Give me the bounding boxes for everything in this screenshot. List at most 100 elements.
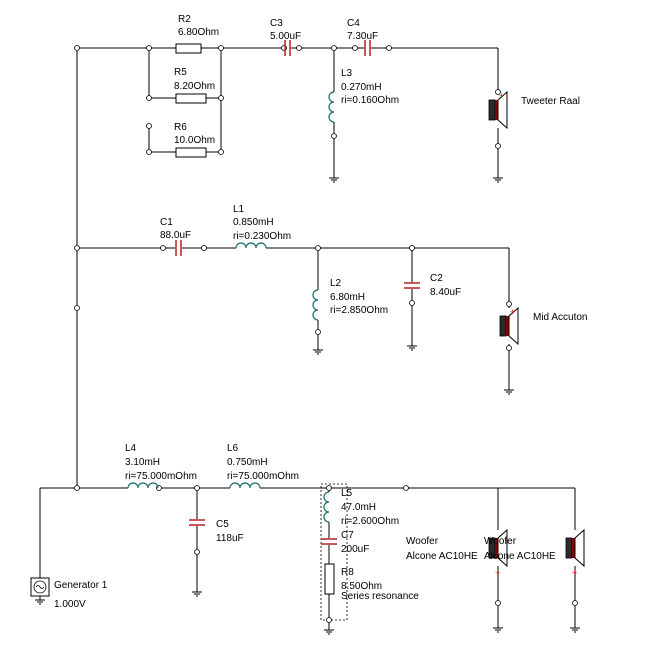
svg-text:+: + <box>499 91 504 101</box>
junction-node <box>409 300 415 306</box>
junction-node <box>495 89 501 95</box>
junction-node <box>495 143 501 149</box>
label-l6-ri: ri=75.000mOhm <box>227 471 299 482</box>
series-resonance-group <box>320 483 348 621</box>
label-r2-name: R2 <box>178 14 191 25</box>
junction-node <box>218 45 224 51</box>
label-r2-value: 6.80Ohm <box>178 27 219 38</box>
label-l5-ri: ri=2.600Ohm <box>341 516 399 527</box>
label-r6-value: 10.0Ohm <box>174 135 215 146</box>
label-c7-name: C7 <box>341 530 354 541</box>
junction-node <box>352 45 358 51</box>
label-c4-value: 7.30uF <box>347 31 378 42</box>
junction-node <box>194 485 200 491</box>
junction-node <box>74 245 80 251</box>
junction-node <box>194 549 200 555</box>
wires <box>39 47 576 630</box>
speaker-woofer2-icon[interactable]: + <box>565 528 585 578</box>
svg-text:+: + <box>510 307 515 317</box>
inductor-l4[interactable] <box>127 482 159 489</box>
junction-node <box>409 245 415 251</box>
junction-node <box>331 45 337 51</box>
ground-icon <box>329 177 339 183</box>
speaker-mid-icon[interactable]: + <box>499 306 519 346</box>
label-l4-ri: ri=75.000mOhm <box>125 471 197 482</box>
speaker-woofer1-icon[interactable]: + <box>488 528 508 578</box>
ground-icon <box>192 591 202 597</box>
ground-icon <box>407 345 417 351</box>
inductor-l2[interactable] <box>312 289 319 321</box>
junction-node <box>74 485 80 491</box>
speaker-tweeter-icon[interactable]: + <box>488 90 508 130</box>
label-l2-name: L2 <box>330 278 342 289</box>
inductor-l5[interactable] <box>323 491 330 523</box>
label-r8-note: Series resonance <box>341 591 419 602</box>
resistor-r2[interactable] <box>175 43 202 54</box>
ground-icon <box>324 629 334 635</box>
capacitor-c3[interactable] <box>284 40 291 56</box>
junction-node <box>218 149 224 155</box>
capacitor-c1[interactable] <box>175 240 182 256</box>
junction-node <box>315 329 321 335</box>
label-r5-value: 8.20Ohm <box>174 81 215 92</box>
capacitor-c2[interactable] <box>404 282 420 289</box>
label-r8-value: 8.50Ohm <box>341 581 382 592</box>
junction-node <box>572 600 578 606</box>
junction-node <box>160 245 166 251</box>
ground-icon <box>570 627 580 633</box>
resistor-r5[interactable] <box>175 93 207 104</box>
resistor-r8[interactable] <box>324 563 335 595</box>
capacitor-c5[interactable] <box>189 519 205 526</box>
label-c1-value: 88.0uF <box>160 230 191 241</box>
svg-text:+: + <box>495 568 500 578</box>
junction-nodes <box>74 45 578 623</box>
capacitor-c4[interactable] <box>364 40 371 56</box>
junction-node <box>146 149 152 155</box>
ground-icon <box>493 627 503 633</box>
junction-node <box>74 45 80 51</box>
label-l3-value: 0.270mH <box>341 82 382 93</box>
label-c5-value: 118uF <box>216 533 244 544</box>
label-c2-value: 8.40uF <box>430 287 461 298</box>
label-c2-name: C2 <box>430 273 443 284</box>
label-c1-name: C1 <box>160 217 173 228</box>
label-r5-name: R5 <box>174 67 187 78</box>
junction-node <box>296 45 302 51</box>
junction-node <box>201 245 207 251</box>
label-woofer1: Woofer <box>406 536 439 547</box>
label-l6-name: L6 <box>227 443 239 454</box>
ground-icon <box>493 177 503 183</box>
label-c5-name: C5 <box>216 519 229 530</box>
junction-node <box>218 95 224 101</box>
label-c3-name: C3 <box>270 18 283 29</box>
capacitor-c7[interactable] <box>321 538 337 545</box>
inductor-l1[interactable] <box>235 242 267 249</box>
generator-icon[interactable] <box>30 577 50 605</box>
inductor-l3[interactable] <box>328 91 335 123</box>
resistor-r6[interactable] <box>175 147 207 158</box>
junction-node <box>506 301 512 307</box>
label-generator-name: Generator 1 <box>54 580 108 591</box>
junction-node <box>146 123 152 129</box>
ground-icon <box>504 389 514 395</box>
label-l4-value: 3.10mH <box>125 457 160 468</box>
label-generator-value: 1.000V <box>54 599 86 610</box>
label-l1-value: 0.850mH <box>233 217 274 228</box>
inductor-l6[interactable] <box>229 482 261 489</box>
junction-node <box>495 600 501 606</box>
label-tweeter: Tweeter Raal <box>521 96 580 107</box>
label-r8-name: R8 <box>341 567 354 578</box>
label-l3-name: L3 <box>341 68 353 79</box>
label-c4-name: C4 <box>347 18 360 29</box>
label-l1-ri: ri=0.230Ohm <box>233 231 291 242</box>
label-woofer2-model: Alcone AC10HE <box>484 551 556 562</box>
label-c7-value: 200uF <box>341 544 369 555</box>
label-r6-name: R6 <box>174 122 187 133</box>
label-mid: Mid Accuton <box>533 312 587 323</box>
junction-node <box>331 133 337 139</box>
label-l6-value: 0.750mH <box>227 457 268 468</box>
label-l2-value: 6.80mH <box>330 292 365 303</box>
label-l2-ri: ri=2.850Ohm <box>330 305 388 316</box>
label-l5-value: 47.0mH <box>341 502 376 513</box>
